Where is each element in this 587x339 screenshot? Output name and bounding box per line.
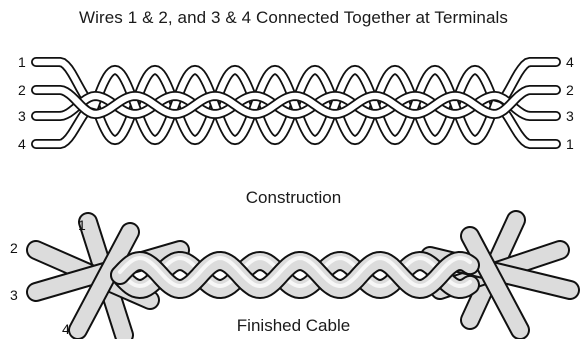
- left-terminal-label-1: 1: [18, 54, 26, 70]
- cable-lead-4: [68, 222, 140, 339]
- right-terminal-label-4: 4: [566, 54, 574, 70]
- finished-cable-caption: Finished Cable: [236, 316, 351, 335]
- left-terminal-label-3: 3: [18, 108, 26, 124]
- construction-caption: Construction: [245, 188, 342, 207]
- left-terminal-label-4: 4: [18, 136, 26, 152]
- wire-2: [31, 85, 561, 120]
- right-terminal-label-3: 3: [566, 108, 574, 124]
- right-terminal-label-2: 2: [566, 82, 574, 98]
- cable-wire-label-4: 4: [62, 321, 70, 337]
- cable-wire-label-1: 1: [78, 217, 86, 233]
- diagram-title: Wires 1 & 2, and 3 & 4 Connected Togethe…: [78, 8, 509, 27]
- left-terminal-label-2: 2: [18, 82, 26, 98]
- braid-strand-1: [110, 250, 480, 300]
- cable-lead-right-d: [460, 226, 530, 339]
- right-terminal-label-1: 1: [566, 136, 574, 152]
- wire-1: [31, 57, 561, 149]
- cable-wire-label-2: 2: [10, 240, 18, 256]
- braid-strand-2: [110, 250, 480, 300]
- cable-wire-label-3: 3: [10, 287, 18, 303]
- wire-3: [31, 90, 561, 121]
